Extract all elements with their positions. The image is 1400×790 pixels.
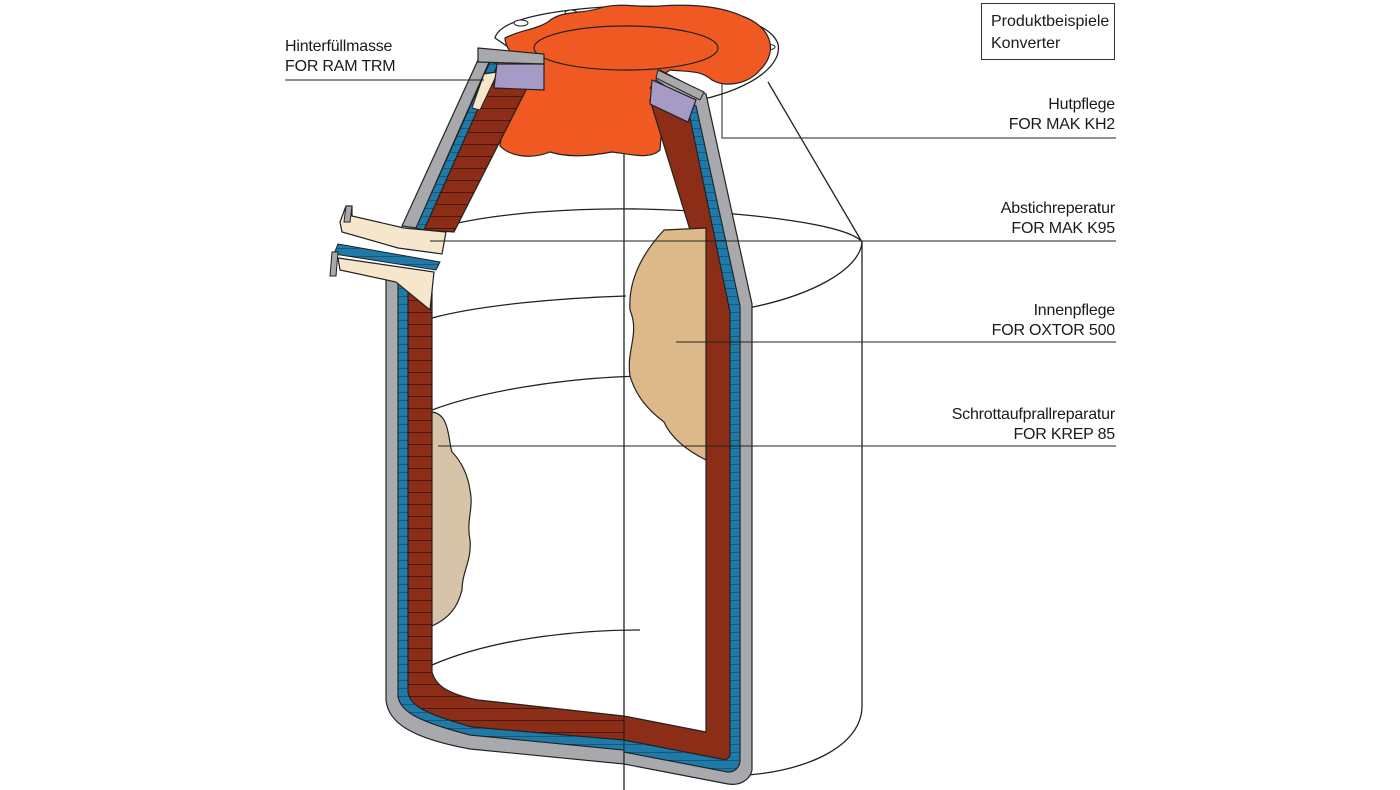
- leader-hutpflege: [721, 84, 1116, 139]
- legend-title: Produktbeispiele: [991, 13, 1110, 30]
- legend-subtitle: Konverter: [991, 35, 1061, 52]
- label-hinterfuellmasse: Hinterfüllmasse FOR RAM TRM: [285, 37, 396, 77]
- legend-box: Produktbeispiele Konverter: [981, 3, 1115, 60]
- label-product: FOR MAK KH2: [1008, 116, 1115, 133]
- label-name: Innenpflege: [1033, 302, 1116, 319]
- label-hutpflege: Hutpflege FOR MAK KH2: [1009, 95, 1115, 135]
- label-name: Hutpflege: [1048, 96, 1115, 113]
- right-wall-section: [623, 69, 753, 785]
- label-product: FOR RAM TRM: [285, 58, 396, 75]
- label-name: Schrottaufprallreparatur: [951, 406, 1115, 423]
- left-wall-section: [329, 47, 625, 765]
- label-product: FOR KREP 85: [1013, 426, 1115, 443]
- label-product: FOR OXTOR 500: [991, 322, 1116, 339]
- label-schrottaufprall: Schrottaufprallreparatur FOR KREP 85: [952, 405, 1115, 445]
- label-name: Hinterfüllmasse: [285, 38, 393, 55]
- label-name: Abstichreperatur: [1000, 200, 1115, 217]
- leader-lines: [285, 79, 1116, 447]
- label-abstichreperatur: Abstichreperatur FOR MAK K95: [1001, 199, 1115, 239]
- label-product: FOR MAK K95: [1011, 220, 1115, 237]
- flame-icon: [499, 4, 771, 157]
- label-innenpflege: Innenpflege FOR OXTOR 500: [991, 301, 1116, 341]
